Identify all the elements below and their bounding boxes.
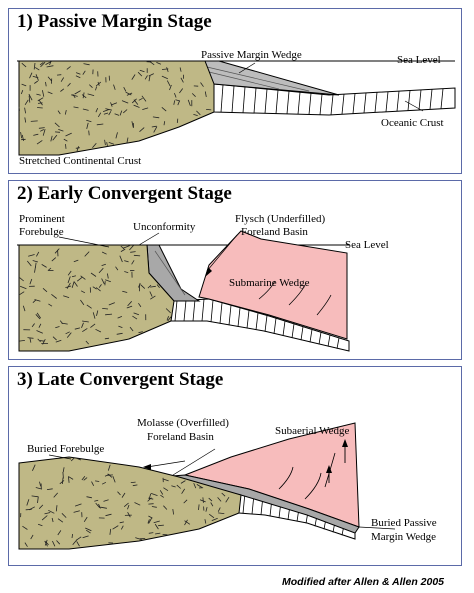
oceanic-crust xyxy=(213,83,456,116)
label-stretched-continental-crust: Stretched Continental Crust xyxy=(19,155,142,167)
label-foreland-basin: Foreland Basin xyxy=(241,226,308,238)
submarine-wedge xyxy=(198,230,348,340)
panel-title: 3) Late Convergent Stage xyxy=(17,369,224,390)
label-margin-wedge: Margin Wedge xyxy=(371,531,437,543)
label-unconformity: Unconformity xyxy=(133,221,196,233)
panel-late-convergent: 3) Late Convergent Stage xyxy=(8,366,462,566)
panel-early-convergent: 2) Early Convergent Stage Promin xyxy=(8,180,462,360)
passive-margin-cross-section xyxy=(17,60,456,156)
late-convergent-cross-section xyxy=(18,422,396,550)
panel-title: 2) Early Convergent Stage xyxy=(17,183,232,204)
continental-crust xyxy=(18,60,215,156)
label-foreland-basin: Foreland Basin xyxy=(147,431,214,443)
label-buried-forebulge: Buried Forebulge xyxy=(27,443,105,455)
label-sea-level: Sea Level xyxy=(397,54,441,66)
label-buried-passive: Buried Passive xyxy=(371,517,437,529)
label-forebulge: Forebulge xyxy=(19,226,64,238)
label-submarine-wedge: Submarine Wedge xyxy=(229,277,310,289)
continental-crust xyxy=(18,244,175,352)
label-molasse: Molasse (Overfilled) xyxy=(137,417,229,429)
label-oceanic-crust: Oceanic Crust xyxy=(381,117,444,129)
credit-line: Modified after Allen & Allen 2005 xyxy=(282,576,445,588)
panel-title: 1) Passive Margin Stage xyxy=(17,11,212,32)
label-sea-level: Sea Level xyxy=(345,239,389,251)
label-flysch: Flysch (Underfilled) xyxy=(235,213,326,225)
label-passive-margin-wedge: Passive Margin Wedge xyxy=(201,49,302,61)
label-prominent: Prominent xyxy=(19,213,65,225)
early-convergent-cross-section xyxy=(17,230,350,352)
label-subaerial-wedge: Subaerial Wedge xyxy=(275,425,350,437)
panel-passive-margin: 1) Passive Margin Stage Passive Margin W… xyxy=(8,8,462,174)
continental-crust xyxy=(18,456,242,550)
